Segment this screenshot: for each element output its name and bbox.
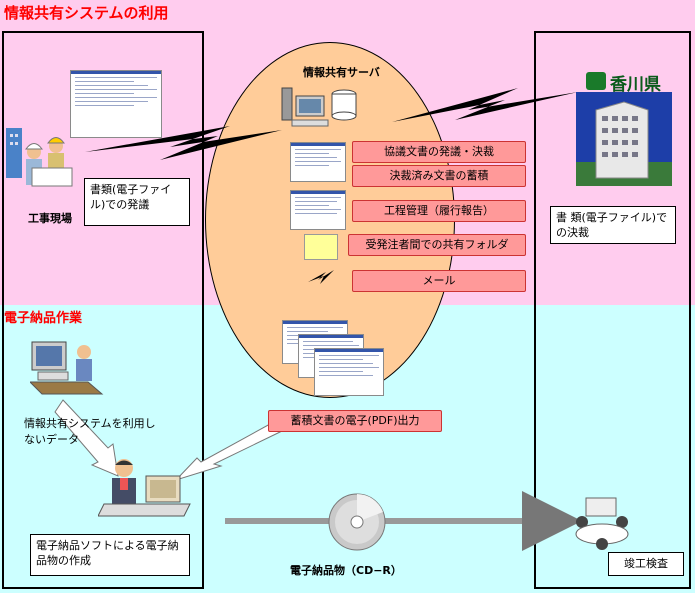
delivery-creation-box: 電子納品ソフトによる電子納品物の作成	[30, 534, 190, 576]
inspection-box: 竣工検査	[608, 552, 684, 576]
delivery-media-label: 電子納品物（CD−R）	[290, 564, 402, 577]
construction-workers-icon	[6, 128, 73, 187]
server-icon	[281, 87, 357, 127]
left-lightning-bolt	[85, 126, 282, 160]
computer-user-icon	[30, 341, 104, 395]
function-pill: 決裁済み文書の蓄積	[352, 165, 526, 187]
document-screenshot	[290, 190, 346, 230]
document-screenshot	[314, 348, 384, 396]
prefecture-action-box: 書 類(電子ファイル)での決裁	[550, 206, 676, 244]
function-pill: 受発注者間での共有フォルダ	[348, 234, 526, 256]
prefecture-logo-text: 香川県	[610, 75, 661, 95]
contractor-column	[2, 31, 204, 589]
output-pill: 蓄積文書の電子(PDF)出力	[268, 410, 442, 432]
document-screenshot	[70, 70, 162, 138]
server-label: 情報共有サーバ	[303, 66, 380, 79]
right-lightning-bolt	[392, 88, 578, 122]
kagawa-logo-mark	[586, 72, 606, 90]
worker-at-desk-icon	[98, 459, 191, 517]
function-pill: 工程管理（履行報告）	[352, 200, 526, 222]
non-system-data-label: 情報共有システムを利用しないデータ	[24, 417, 156, 446]
site-action-box: 書類(電子ファイル)での発議	[84, 178, 190, 226]
system-use-title: 情報共有システムの利用	[4, 4, 169, 22]
document-screenshot	[290, 142, 346, 182]
function-pill: 協議文書の発議・決裁	[352, 141, 526, 163]
inspection-meeting-icon	[575, 497, 629, 550]
cd-r-disc-icon	[328, 493, 386, 551]
output-arrow	[174, 423, 281, 482]
data-arrow	[54, 399, 119, 477]
mail-lightning-bolt	[308, 270, 334, 284]
shared-folder-icon	[304, 234, 338, 260]
client-column	[534, 31, 691, 589]
construction-site-label: 工事現場	[28, 212, 72, 225]
function-pill: メール	[352, 270, 526, 292]
delivery-work-title: 電子納品作業	[4, 311, 83, 326]
prefecture-office-building-icon	[576, 92, 672, 186]
